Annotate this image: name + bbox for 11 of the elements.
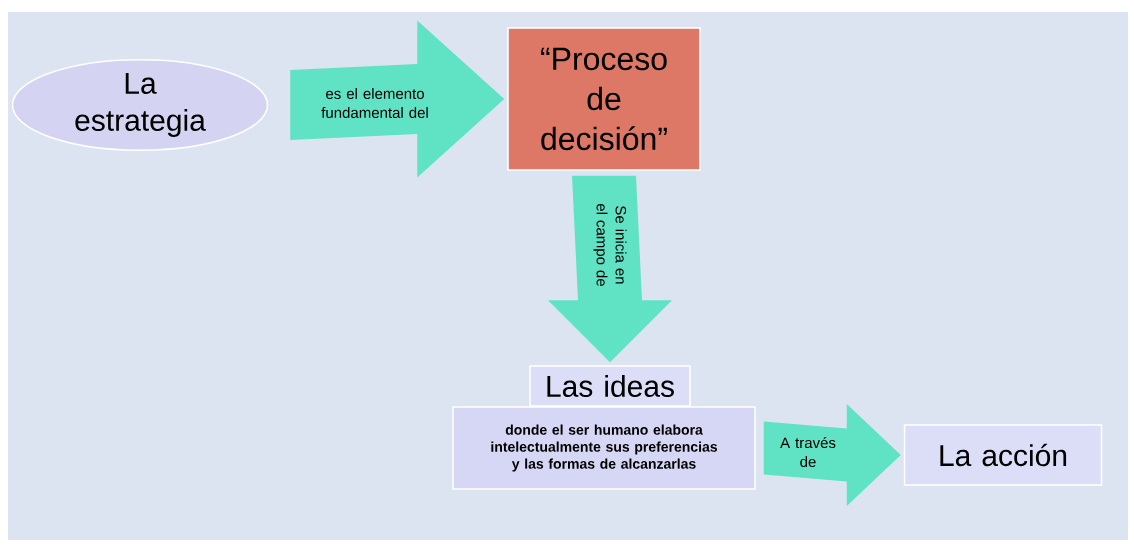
oval-node: La estrategia [11, 59, 269, 151]
edge-label: A través de [780, 436, 836, 468]
edge-label: Se inicia en el campo de [593, 203, 627, 286]
action-box: La acción [903, 424, 1103, 486]
edge-label: es el elemento fundamental del [321, 88, 428, 118]
block-arrow [290, 20, 505, 178]
process-box: “Proceso de decisión” [507, 27, 701, 171]
heading-box: Las ideas [529, 365, 691, 407]
text-box: donde el ser humano elabora intelectualmente sus preferencias y las formas de alcanzarlas [452, 406, 756, 490]
block-arrow [763, 404, 901, 506]
block-arrow [548, 175, 672, 363]
